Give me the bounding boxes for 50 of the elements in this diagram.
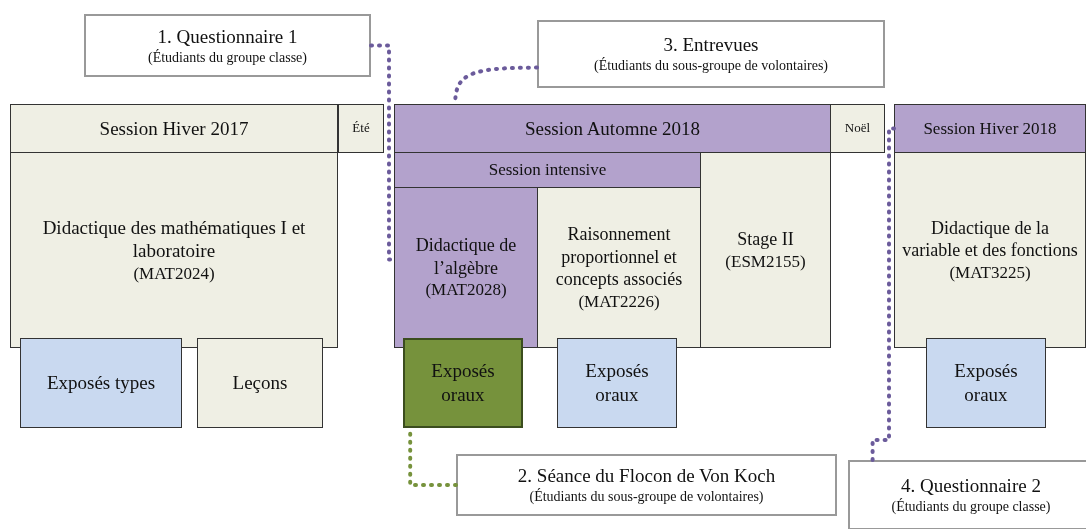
- course-code: (ESM2155): [724, 250, 807, 272]
- session-header: [10, 104, 338, 153]
- course-panel: [10, 152, 338, 348]
- session-label: Session intensive: [487, 159, 608, 181]
- callout-note: (Étudiants du sous-groupe de volontaires): [528, 488, 765, 506]
- session-header: [894, 104, 1086, 153]
- activity-label: Leçons: [231, 371, 289, 395]
- course-panel: [700, 152, 831, 348]
- course-panel: [894, 152, 1086, 348]
- course-panel: [394, 187, 538, 348]
- callout-title: 4. Questionnaire 2: [900, 474, 1042, 498]
- session-label: Session Automne 2018: [523, 116, 702, 141]
- course-code: (MAT2028): [424, 279, 508, 301]
- course-title: Didactique de l’algèbre: [414, 234, 518, 280]
- course-code: (MAT2024): [132, 263, 216, 285]
- activity-card: [20, 338, 182, 428]
- callout-box: [848, 460, 1086, 529]
- callout-box: [84, 14, 371, 77]
- session-header: [394, 104, 831, 153]
- session-label: Session Hiver 2017: [98, 116, 250, 141]
- course-title: Raisonnement proportionnel et concepts associés: [554, 223, 684, 291]
- callout-note: (Étudiants du sous-groupe de volontaires): [592, 57, 830, 75]
- activity-label: Exposés oraux: [584, 359, 650, 407]
- dotted-connector: [870, 126, 896, 462]
- course-panel: [537, 187, 701, 348]
- activity-label: Exposés oraux: [430, 359, 496, 407]
- callout-note: (Étudiants du groupe classe): [147, 48, 308, 67]
- session-header: [394, 152, 701, 188]
- course-code: (MAT3225): [948, 261, 1032, 284]
- callout-box: [456, 454, 837, 516]
- callout-title: 1. Questionnaire 1: [156, 24, 299, 49]
- callout-box: [537, 20, 885, 88]
- course-title: Stage II: [736, 228, 795, 251]
- callout-title: 3. Entrevues: [662, 33, 760, 58]
- activity-label: Exposés types: [45, 371, 157, 395]
- course-title: Didactique de la variable et des fonctions: [901, 216, 1079, 262]
- activity-card: [197, 338, 323, 428]
- callout-title: 2. Séance du Flocon de Von Koch: [516, 464, 777, 488]
- course-code: (MAT2226): [577, 290, 661, 312]
- activity-card: [926, 338, 1046, 428]
- activity-card: [403, 338, 523, 428]
- session-header: [830, 104, 885, 153]
- course-title: Didactique des mathématiques I et laboratoire: [41, 215, 307, 264]
- session-label: Noël: [843, 120, 872, 137]
- session-label: Été: [351, 120, 371, 137]
- activity-label: Exposés oraux: [953, 359, 1019, 407]
- activity-card: [557, 338, 677, 428]
- session-header: [338, 104, 384, 153]
- callout-note: (Étudiants du groupe classe): [890, 498, 1052, 516]
- session-label: Session Hiver 2018: [922, 117, 1058, 140]
